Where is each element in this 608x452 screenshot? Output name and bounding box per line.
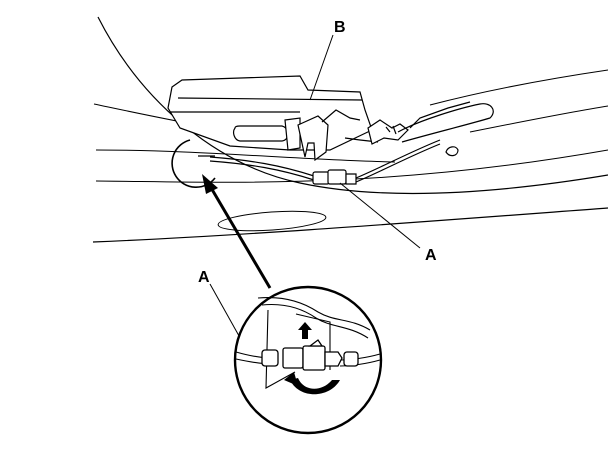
callout-label-a-connector: A bbox=[425, 247, 437, 264]
body-panel bbox=[92, 16, 608, 243]
clip-bracket bbox=[367, 101, 494, 157]
panel-cutout bbox=[217, 210, 327, 232]
callout-label-b: B bbox=[334, 19, 346, 36]
component-b-housing bbox=[167, 75, 379, 162]
arrow-up-icon bbox=[298, 322, 312, 339]
rotate-arrow-icon bbox=[284, 372, 340, 395]
callout-label-a-detail: A bbox=[198, 269, 210, 286]
pointer-arrow bbox=[202, 174, 272, 289]
detail-view bbox=[233, 285, 383, 435]
wire-harness bbox=[209, 139, 441, 183]
connector-a bbox=[312, 169, 357, 185]
